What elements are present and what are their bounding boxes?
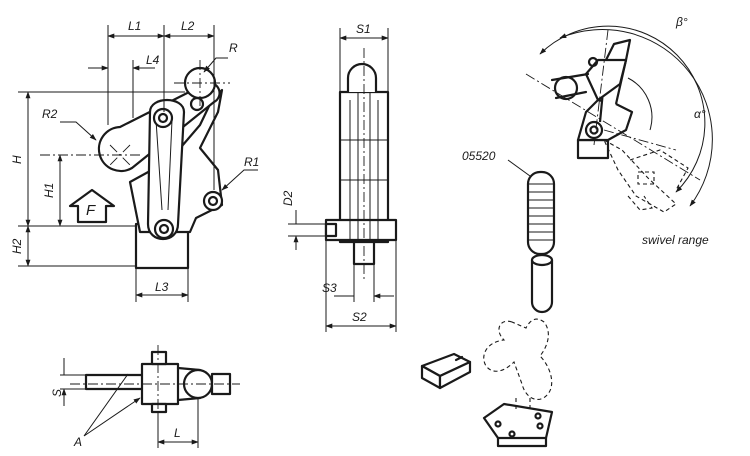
label-l2: L2 [181,19,195,33]
side-view: L1 L2 L4 R R2 R1 L3 H H1 H2 F [10,19,259,302]
block-front [438,360,472,390]
leader-a [83,373,140,437]
swivel-inner-arc [627,77,653,131]
ext-d2 [288,223,326,237]
label-l3: L3 [155,280,169,294]
front-view: S1 D2 S3 S2 [281,22,398,332]
front-pin-end [324,222,338,238]
label-h1: H1 [42,183,56,198]
leader-r1 [221,169,258,191]
leader-r [203,57,228,73]
front-spindle-top [346,62,378,92]
side-handle-slot [155,119,173,211]
label-swivel-range: swivel range [642,233,709,247]
label-l1: L1 [128,19,141,33]
leader-r2 [60,121,97,141]
base-plate-hole-1 [494,420,502,428]
front-body-plates [349,92,379,242]
label-r1: R1 [244,155,259,169]
label-part-number: 05520 [462,149,496,163]
label-alpha: α° [694,107,706,121]
ext-s [60,374,88,390]
swivel-open-tip [627,195,653,211]
workpiece-outline [483,318,553,400]
base-plate-hole-2 [536,422,544,430]
side-pivot-bottom [153,218,175,240]
pressure-rod [530,258,554,314]
spindle-threads [528,183,554,241]
top-handle-bar [84,373,148,391]
force-arrow-icon [68,188,116,224]
side-pivot-bottom-hole [158,223,170,235]
swivel-open-arm [602,138,677,213]
label-d2: D2 [281,190,295,206]
label-l: L [174,426,181,440]
label-s1: S1 [356,22,371,36]
label-l4: L4 [146,53,160,67]
swivel-base [576,138,610,160]
base-plate [482,402,554,440]
label-h: H [10,155,24,164]
swivel-open-block [637,171,655,185]
pressure-rod-end [530,253,554,267]
label-s2: S2 [352,310,367,324]
label-r: R [229,41,238,55]
side-center-cross [109,144,131,166]
label-h2: H2 [10,238,24,254]
leader-part-number [507,159,531,177]
side-pivot-right [202,190,224,212]
swivel-view: β° α° swivel range [525,15,713,247]
label-beta: β° [675,15,688,29]
side-pivot-top [152,107,174,129]
side-pivot-arm [189,96,205,112]
top-bolt-foot [150,402,168,414]
side-pivot-right-hole [207,195,219,207]
swivel-pivot [584,120,604,140]
label-r2: R2 [42,107,58,121]
base-plate-hole-4 [534,412,542,420]
ext-s2 [325,240,397,332]
base-plate-stand [515,398,531,412]
side-pivot-top-hole [157,112,169,124]
top-bolt-head [150,350,168,366]
top-view: S L A [50,345,240,449]
label-a: A [73,435,82,449]
label-s3: S3 [322,281,337,295]
block-slot [454,355,464,362]
swivel-beta-arc [559,29,713,207]
base-plate-edge [496,436,548,448]
label-s: S [50,389,64,397]
base-plate-hole-3 [508,430,516,438]
accessory-scene: 05520 [420,149,556,448]
label-force: F [86,202,96,219]
